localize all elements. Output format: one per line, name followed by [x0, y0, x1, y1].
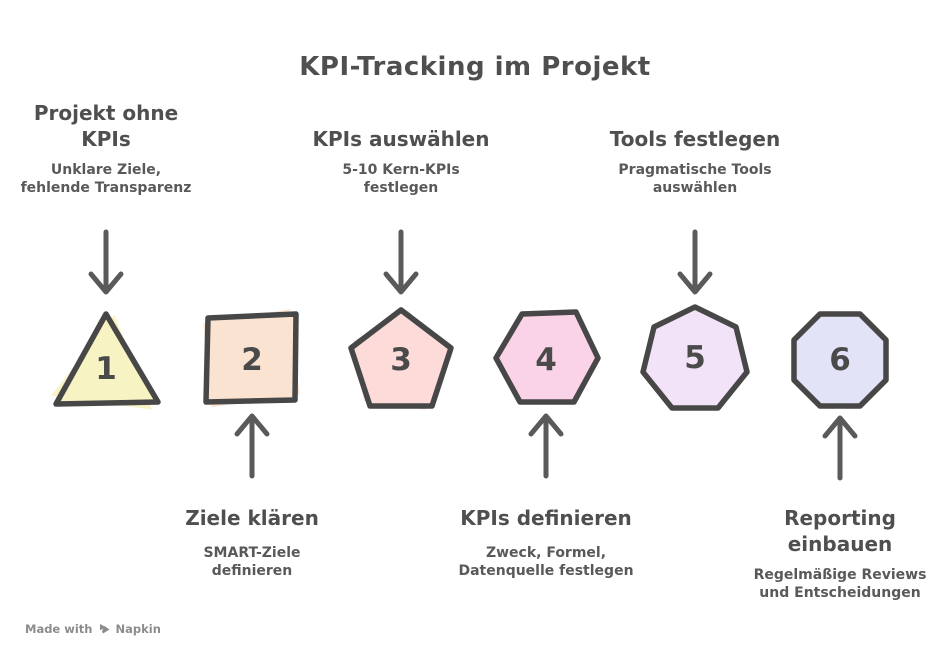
- heptagon-shape: [640, 304, 750, 411]
- made-with-napkin-badge: Made with Napkin: [25, 622, 161, 636]
- shape-outline: [493, 309, 601, 405]
- shape-outline: [791, 311, 889, 409]
- octagon-shape: [791, 311, 889, 409]
- step6-heading: Reporting einbauen: [784, 506, 896, 557]
- step4-heading: KPIs definieren: [460, 506, 632, 530]
- step2-number: 2: [241, 342, 263, 378]
- step1-heading: Projekt ohne KPIs: [33, 101, 179, 152]
- square-shape: [203, 308, 300, 408]
- step1-subtext: Unklare Ziele, fehlende Transparenz: [20, 162, 192, 196]
- triangle-shape: [50, 311, 161, 410]
- step6-number: 6: [829, 342, 851, 378]
- pentagon-shape: [348, 307, 454, 410]
- step3-subtext: 5-10 Kern-KPIs festlegen: [342, 162, 460, 196]
- shape-outline: [348, 307, 454, 409]
- up-arrow-icon: [822, 415, 858, 481]
- step3-heading: KPIs auswählen: [312, 127, 490, 151]
- step3-number: 3: [390, 342, 412, 378]
- step6-subtext: Regelmäßige Reviews und Entscheidungen: [753, 567, 927, 601]
- step2-heading: Ziele klären: [185, 506, 319, 530]
- shape-outline: [203, 311, 299, 405]
- napkin-pen-icon: [99, 623, 109, 633]
- step5-number: 5: [684, 340, 706, 376]
- up-arrow-icon: [528, 413, 564, 479]
- shape-outline: [640, 304, 750, 411]
- step2-subtext: SMART-Ziele definieren: [203, 545, 301, 579]
- shape-outline: [53, 311, 161, 407]
- down-arrow-icon: [383, 229, 419, 295]
- step4-number: 4: [535, 342, 557, 378]
- made-with-label: Made with: [25, 622, 93, 636]
- step4-subtext: Zweck, Formel, Datenquelle festlegen: [458, 545, 634, 579]
- napkin-brand-label: Napkin: [115, 622, 161, 636]
- step5-subtext: Pragmatische Tools auswählen: [618, 162, 772, 196]
- down-arrow-icon: [88, 229, 124, 295]
- step5-heading: Tools festlegen: [609, 127, 781, 151]
- up-arrow-icon: [234, 413, 270, 479]
- down-arrow-icon: [677, 229, 713, 295]
- hexagon-shape: [493, 309, 601, 405]
- step1-number: 1: [95, 351, 117, 387]
- page-title: KPI-Tracking im Projekt: [299, 52, 651, 82]
